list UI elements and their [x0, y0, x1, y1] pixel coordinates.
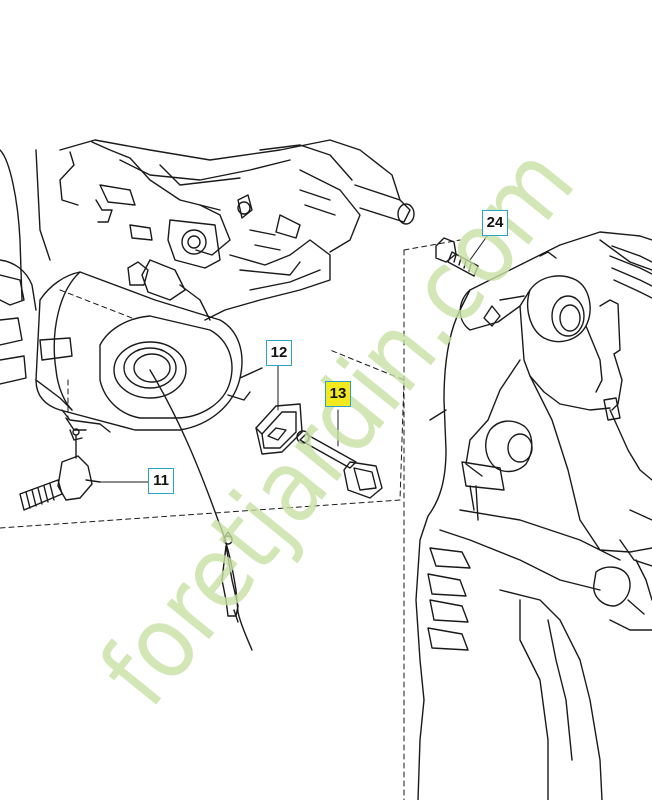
- intake-boot: [35, 271, 263, 441]
- leader-lines: [99, 231, 491, 483]
- rear-handle-cover: [415, 231, 652, 800]
- part-13-pin: [296, 430, 383, 499]
- callout-11: 11: [148, 468, 174, 494]
- callout-24: 24: [482, 210, 508, 236]
- part-24-screw: [435, 237, 479, 277]
- engine-housing: [0, 139, 415, 385]
- part-11-fitting: [19, 428, 101, 511]
- throttle-cable: [149, 369, 253, 651]
- part-12-clip: [255, 403, 303, 455]
- callout-12: 12: [266, 340, 292, 366]
- callout-13: 13: [325, 381, 351, 407]
- dashed-outlines: [0, 239, 461, 800]
